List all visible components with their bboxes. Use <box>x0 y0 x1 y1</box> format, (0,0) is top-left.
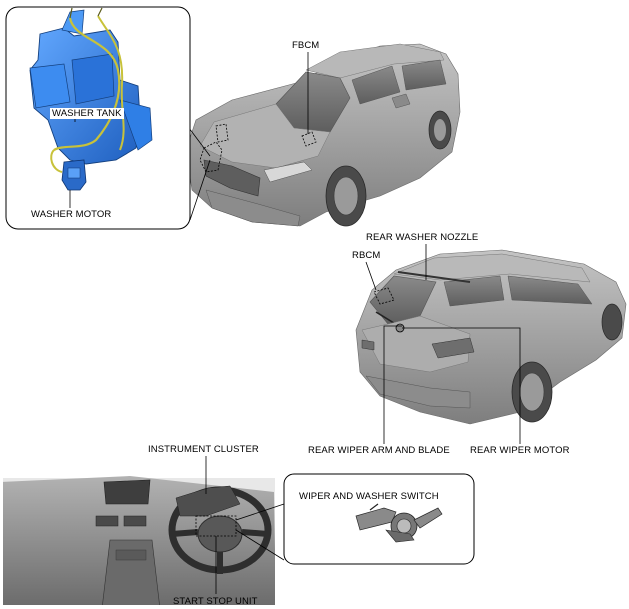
start-stop-unit-marker <box>195 515 237 537</box>
instrument-cluster-label: INSTRUMENT CLUSTER <box>148 444 259 455</box>
front-vehicle-illustration <box>185 43 461 227</box>
start-stop-unit-label: START STOP UNIT <box>173 596 258 607</box>
rear-wiper-motor-label: REAR WIPER MOTOR <box>470 445 570 456</box>
rear-vehicle-illustration <box>355 249 627 425</box>
fbcm-location-marker <box>301 131 317 147</box>
rbcm-location-marker <box>373 287 395 305</box>
washer-tank-location-marker <box>199 141 223 173</box>
rear-washer-nozzle-label: REAR WASHER NOZZLE <box>366 232 479 243</box>
dashboard-illustration <box>3 476 275 605</box>
fbcm-label: FBCM <box>292 40 320 51</box>
leader-lines <box>205 52 521 594</box>
washer-motor-label: WASHER MOTOR <box>31 209 112 220</box>
washer-tank-label: WASHER TANK <box>50 108 124 119</box>
rbcm-label: RBCM <box>352 250 381 261</box>
washer-tank-inset <box>5 6 211 230</box>
rear-wiper-arm-and-blade-label: REAR WIPER ARM AND BLADE <box>308 445 450 456</box>
wiper-switch-inset <box>235 473 475 565</box>
wiper-and-washer-switch-label: WIPER AND WASHER SWITCH <box>299 491 439 502</box>
